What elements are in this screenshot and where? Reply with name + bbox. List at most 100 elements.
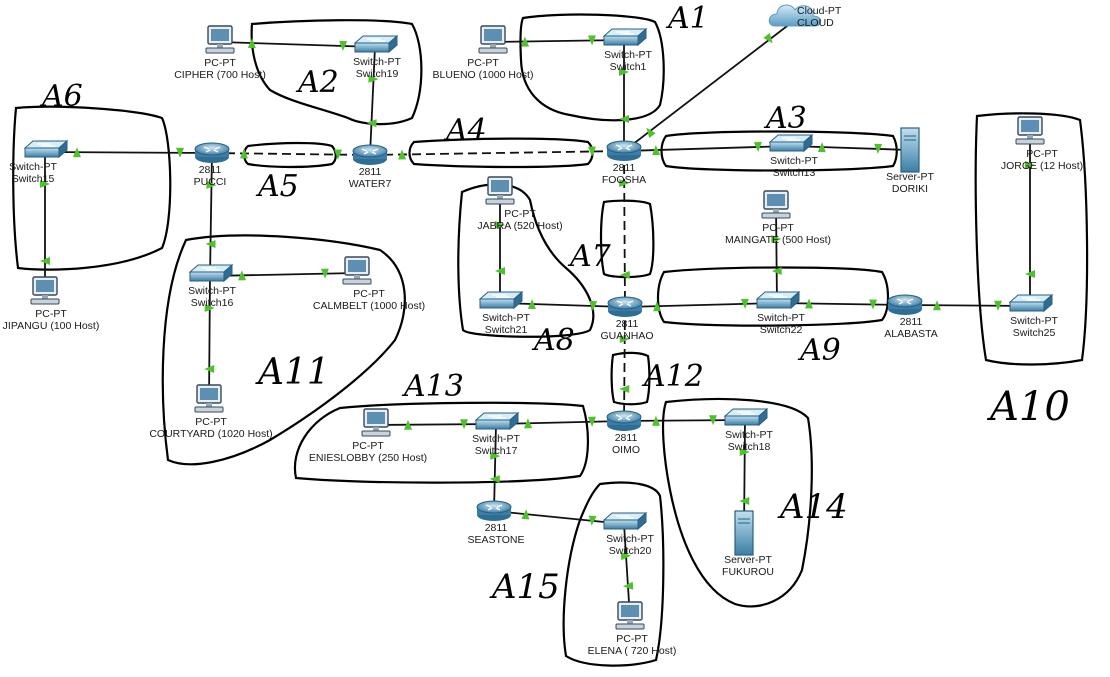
link-status-indicator <box>587 416 596 427</box>
link-status-indicator <box>589 300 598 311</box>
link-status-indicator <box>932 300 941 311</box>
link-status-indicator <box>619 270 630 279</box>
switch-icon <box>353 34 399 54</box>
area-a5-outline <box>243 141 337 169</box>
link-alabasta-switch25 <box>904 304 1031 307</box>
device-type-label: 2811 <box>485 522 508 534</box>
link-switch15-pucci <box>44 151 213 154</box>
switch-icon <box>755 290 801 310</box>
link-status-indicator <box>524 418 533 429</box>
link-status-indicator <box>652 145 661 156</box>
server-icon <box>900 127 920 173</box>
pc-icon <box>1015 116 1045 145</box>
pc-icon <box>194 384 224 413</box>
link-status-indicator <box>204 303 215 312</box>
area-a2-outline <box>250 19 423 126</box>
device-name-label: ALABASTA <box>884 328 938 340</box>
area-a10-label: A10 <box>986 384 1070 430</box>
link-status-indicator <box>587 35 596 46</box>
link-status-indicator <box>874 143 883 154</box>
device-name-label: FUKUROU <box>722 566 774 578</box>
device-name-label: Switch17 <box>475 445 518 457</box>
area-a14-outline <box>661 397 813 608</box>
area-a12-outline <box>610 351 651 406</box>
link-status-indicator <box>588 515 597 526</box>
switch-icon <box>723 407 769 427</box>
area-a5-label: A5 <box>255 169 299 204</box>
device-type-label: PC-PT <box>352 440 384 452</box>
device-type-label: PC-PT <box>204 57 236 69</box>
link-status-indicator <box>619 385 630 394</box>
device-name-label: MAINGATE (500 Host) <box>725 234 831 246</box>
device-type-label: PC-PT <box>616 633 648 645</box>
device-type-label: PC-PT <box>35 308 67 320</box>
device-name-label: DORIKI <box>892 183 928 195</box>
area-a9-outline <box>656 266 890 327</box>
link-status-indicator <box>205 240 216 249</box>
link-status-indicator <box>398 149 407 160</box>
link-status-indicator <box>652 415 661 426</box>
device-type-label: PC-PT <box>762 222 794 234</box>
router-icon <box>606 410 642 431</box>
device-name-label: PUCCI <box>194 176 227 188</box>
area-a4-outline <box>408 137 594 169</box>
cloud-icon <box>768 4 822 27</box>
area-a3-label: A3 <box>763 101 807 136</box>
link-switch21-guanhao <box>499 302 626 308</box>
device-name-label: BLUENO (1000 Host) <box>433 69 534 81</box>
device-name-label: Switch16 <box>191 297 234 309</box>
device-type-label: Switch-PT <box>725 429 773 441</box>
device-name-label: Switch20 <box>609 545 652 557</box>
device-type-label: PC-PT <box>195 416 227 428</box>
link-status-indicator <box>817 142 826 153</box>
pc-icon <box>205 25 235 54</box>
device-type-label: Switch-PT <box>606 533 654 545</box>
link-blueno-switch1 <box>492 39 625 43</box>
area-a8-outline <box>457 183 595 338</box>
link-status-indicator <box>740 298 749 309</box>
device-type-label: 2811 <box>615 432 638 444</box>
link-status-indicator <box>366 119 377 128</box>
link-switch16-calmbelt <box>209 272 358 277</box>
link-status-indicator <box>72 147 81 158</box>
area-a11-outline <box>161 234 406 466</box>
device-type-label: PC-PT <box>353 288 385 300</box>
device-type-label: Switch-PT <box>472 433 520 445</box>
device-name-label: Switch21 <box>485 324 528 336</box>
device-type-label: 2811 <box>616 318 639 330</box>
device-type-label: Server-PT <box>886 171 934 183</box>
area-a9-label: A9 <box>797 333 841 368</box>
link-guanhao-oimo <box>623 306 626 422</box>
